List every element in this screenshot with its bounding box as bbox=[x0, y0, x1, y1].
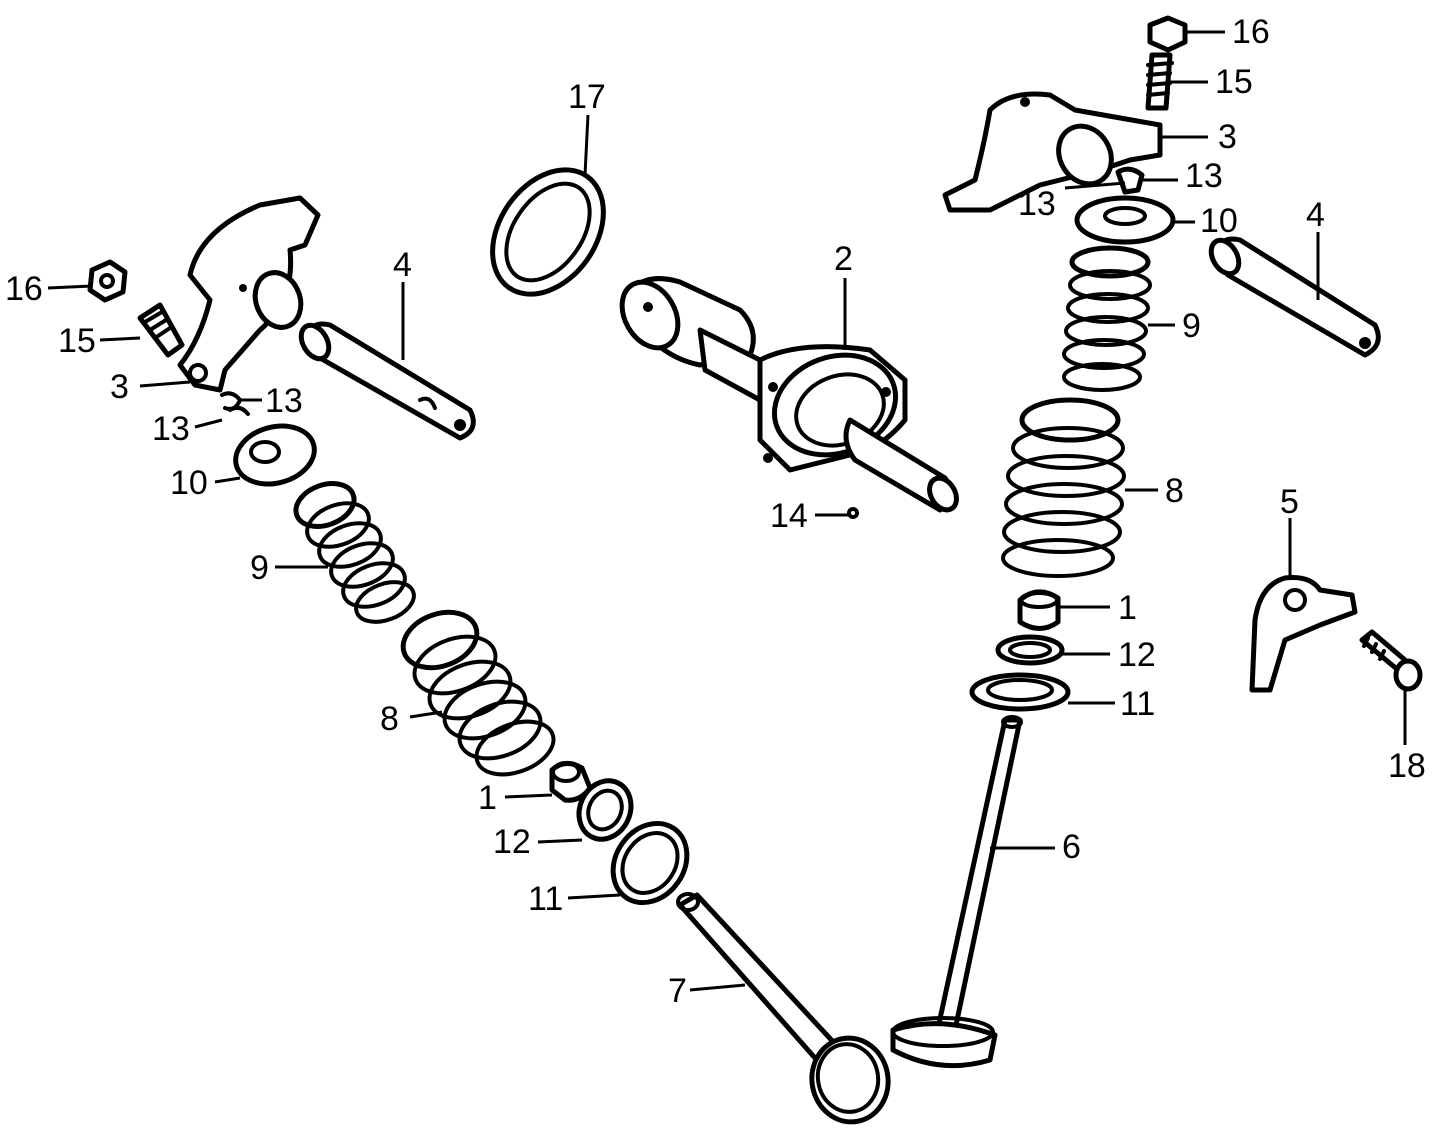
part-11-spring-seat-left bbox=[610, 820, 690, 906]
part-10-retainer-left bbox=[233, 423, 317, 487]
callout-5: 5 bbox=[1280, 483, 1299, 521]
callout-9-right: 9 bbox=[1182, 307, 1201, 345]
part-8-outer-spring-left bbox=[400, 609, 556, 777]
part-11-spring-seat-right bbox=[969, 672, 1071, 712]
part-10-retainer-right bbox=[1074, 195, 1176, 245]
part-18-bolt bbox=[1359, 629, 1423, 692]
callout-3-left: 3 bbox=[110, 368, 129, 406]
callout-15-left: 15 bbox=[58, 322, 96, 360]
callout-13-left-b: 13 bbox=[152, 410, 190, 448]
leader-lines bbox=[47, 30, 1407, 992]
callout-13-left-a: 13 bbox=[265, 382, 303, 420]
part-9-inner-spring-right bbox=[1062, 245, 1152, 392]
part-6-valve-right bbox=[890, 715, 1023, 1069]
part-3-rocker-arm-left bbox=[177, 195, 321, 393]
part-17-o-ring bbox=[490, 167, 606, 297]
callout-9-left: 9 bbox=[250, 549, 269, 587]
callout-3-right: 3 bbox=[1218, 118, 1237, 156]
callout-13-right-b: 13 bbox=[1018, 185, 1056, 223]
part-16-nut-right bbox=[1147, 15, 1188, 53]
part-12-washer-right bbox=[995, 634, 1065, 666]
callout-6: 6 bbox=[1062, 828, 1081, 866]
callout-10-left: 10 bbox=[170, 464, 208, 502]
callout-18: 18 bbox=[1388, 747, 1426, 785]
part-4-rocker-shaft-left bbox=[298, 321, 476, 441]
callout-8-left: 8 bbox=[380, 700, 399, 738]
part-7-valve-left bbox=[676, 892, 891, 1125]
part-2-camshaft bbox=[619, 276, 959, 513]
callout-13-right-a: 13 bbox=[1185, 157, 1223, 195]
part-15-screw-left bbox=[137, 302, 185, 358]
callout-14: 14 bbox=[770, 497, 808, 535]
callout-1-right: 1 bbox=[1118, 589, 1137, 627]
part-14-pin bbox=[847, 507, 859, 519]
callout-labels: 16 15 3 13 13 10 4 9 8 5 1 12 11 18 6 17… bbox=[5, 13, 1426, 1010]
callout-16-left: 16 bbox=[5, 270, 43, 308]
part-9-inner-spring-left bbox=[293, 481, 416, 624]
callout-2: 2 bbox=[834, 240, 853, 278]
callout-4-left: 4 bbox=[393, 246, 412, 284]
part-15-screw-right bbox=[1145, 52, 1174, 111]
callout-4-right: 4 bbox=[1306, 196, 1325, 234]
callout-11-left: 11 bbox=[528, 880, 563, 918]
callout-1-left: 1 bbox=[478, 779, 497, 817]
callout-11-right: 11 bbox=[1120, 685, 1155, 723]
callout-10-right: 10 bbox=[1200, 202, 1238, 240]
callout-16-right: 16 bbox=[1232, 13, 1270, 51]
callout-12-left: 12 bbox=[493, 823, 531, 861]
part-5-stopper-arm bbox=[1249, 575, 1358, 693]
callout-12-right: 12 bbox=[1118, 636, 1156, 674]
callout-7: 7 bbox=[668, 972, 687, 1010]
callout-8-right: 8 bbox=[1165, 472, 1184, 510]
part-16-nut-left bbox=[87, 259, 128, 303]
part-12-washer-left bbox=[576, 778, 634, 842]
part-13-cotter-right bbox=[1115, 166, 1145, 195]
part-8-outer-spring-right bbox=[1001, 397, 1126, 578]
part-1-stem-seal-right bbox=[1017, 589, 1061, 631]
callout-17: 17 bbox=[568, 78, 606, 116]
callout-15-right: 15 bbox=[1215, 63, 1253, 101]
part-4-rocker-shaft-right bbox=[1208, 236, 1381, 358]
part-13-cotter-left bbox=[220, 391, 250, 416]
part-3-rocker-arm-right bbox=[942, 91, 1163, 213]
